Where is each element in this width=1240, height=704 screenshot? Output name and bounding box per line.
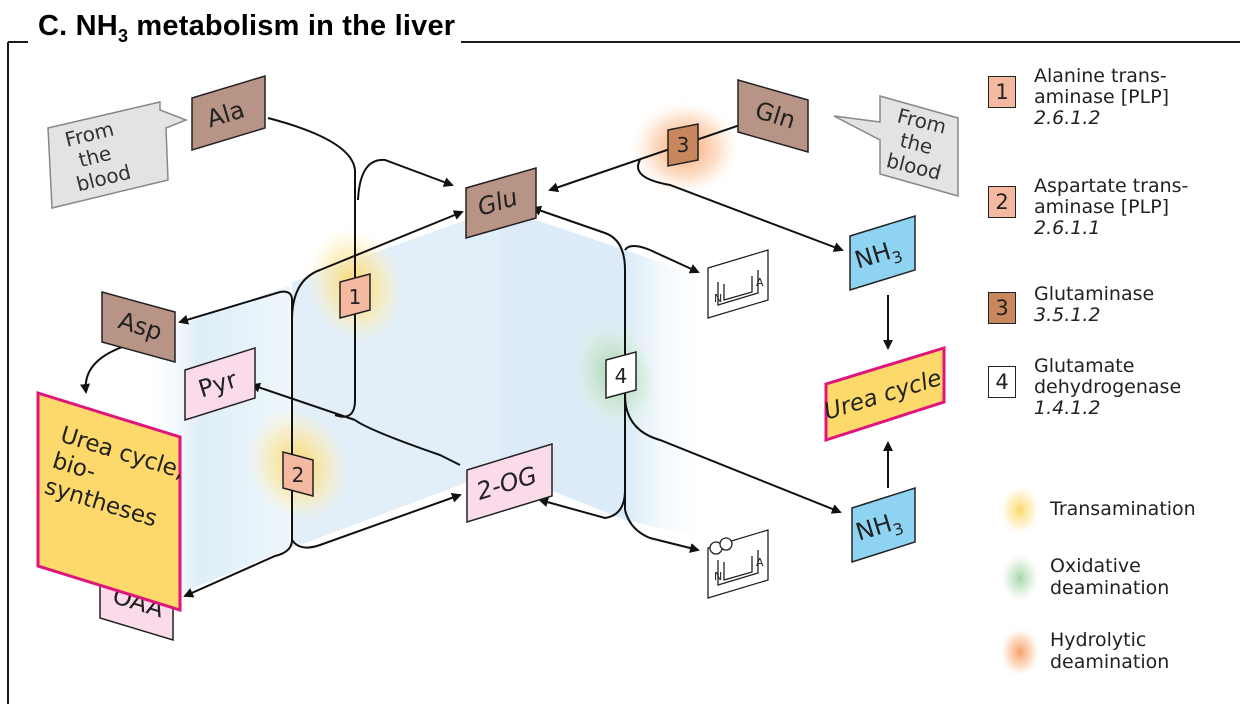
arrow-asp-to-urea [80, 344, 129, 394]
legend-type-hydrolytic-line-2: deamination [1050, 651, 1170, 673]
arrow-pyr [250, 382, 356, 421]
legend-blob-oxidative [1000, 553, 1040, 603]
legend-enzyme-3-number: 3 [988, 292, 1016, 324]
plane-center-right [500, 208, 625, 520]
nadh-icon-bottom: N A [707, 529, 769, 599]
marker-1: 1 [339, 273, 371, 319]
metabolite-nh3-top: NH3 [849, 214, 916, 292]
arrow-4-to-nad-bottom [624, 509, 700, 553]
legend-enzyme-1-number: 1 [988, 76, 1016, 108]
title-prefix: C. NH [38, 10, 118, 42]
metabolite-glu: Glu [465, 167, 537, 239]
pathways [80, 117, 893, 598]
legend-enzyme-2-ec: 2.6.1.1 [1034, 217, 1101, 239]
arrow-to-glu-from-left [357, 158, 454, 201]
legend-type-oxidative-line-1: Oxidative [1050, 555, 1141, 577]
legend-blob-hydrolytic [1000, 627, 1040, 677]
arrow-1-to-asp [178, 290, 293, 325]
arrow-gln-to-glu [548, 124, 741, 193]
callout-left: From the blood [47, 101, 189, 209]
legend-enzyme-1-ec: 2.6.1.2 [1034, 107, 1101, 129]
legend-enzyme-4-line-1: Glutamate [1034, 355, 1135, 377]
legend-enzyme-3-line-1: Glutaminase [1034, 283, 1155, 305]
metabolite-gln: Gln [737, 79, 809, 153]
legend-enzyme-4-ec: 1.4.1.2 [1034, 397, 1101, 419]
nad-icon-top: N A [707, 249, 769, 319]
arrow-4-to-2og [538, 489, 626, 520]
legend-enzyme-1-line-1: Alanine trans- [1034, 65, 1167, 87]
arrow-4-to-nh3 [624, 394, 842, 514]
arrow-ala-to-glu [267, 117, 356, 418]
legend-enzyme-1-line-2: aminase [PLP] [1034, 86, 1170, 108]
arrow-to-oaa [183, 539, 293, 598]
legend-enzyme-3-ec: 3.5.1.2 [1034, 304, 1101, 326]
marker-3-label: 3 [677, 133, 690, 157]
legend-enzyme-4-number: 4 [988, 366, 1016, 398]
arrow-4-to-nad-top [624, 245, 700, 274]
marker-3: 3 [667, 123, 699, 167]
nadh-bottom-a: A [756, 556, 764, 569]
legend-enzyme-2-number: 2 [988, 186, 1016, 218]
legend-type-oxidative-line-2: deamination [1050, 577, 1170, 599]
frame-border [7, 41, 1240, 704]
marker-4: 4 [605, 351, 637, 399]
legend-blob-transamination [1000, 485, 1040, 535]
legend-type-oxidative: Oxidative deamination [1000, 553, 1240, 603]
metabolite-2og: 2-OG [466, 442, 553, 524]
metabolite-nh3-bottom: NH3 [851, 486, 916, 564]
arrow-to-2og [291, 492, 462, 549]
diagram-title: C. NH3 metabolism in the liver [32, 10, 462, 47]
legend-type-transamination-label: Transamination [1050, 498, 1196, 520]
callout-right: From the blood [833, 95, 959, 197]
legend-type-hydrolytic-line-1: Hydrolytic [1050, 629, 1147, 651]
arrow-to-pyr [354, 419, 461, 466]
marker-4-label: 4 [615, 364, 628, 388]
nad-top-n: N [714, 292, 722, 305]
title-sub: 3 [117, 25, 129, 46]
legend-enzyme-2-line-1: Aspartate trans- [1034, 175, 1189, 197]
arrow-gln-to-nh3 [637, 159, 844, 252]
arrow-4-to-glu [531, 205, 626, 271]
title-suffix: metabolism in the liver [128, 10, 456, 42]
legend-type-hydrolytic: Hydrolytic deamination [1000, 627, 1240, 677]
plane-right [625, 250, 712, 540]
svg-text:From the blood: From the blood [884, 103, 955, 184]
legend-type-transamination: Transamination [1000, 486, 1240, 536]
marker-2: 2 [282, 451, 314, 497]
legend-enzyme-2-line-2: aminase [PLP] [1034, 196, 1170, 218]
marker-2-label: 2 [292, 463, 305, 487]
marker-1-label: 1 [349, 285, 362, 309]
nadh-bottom-n: N [714, 570, 722, 583]
metabolite-ala: Ala [191, 74, 266, 152]
urea-box-left: Urea cycle, bio- syntheses [36, 390, 187, 613]
urea-box-right: Urea cycle [821, 345, 946, 443]
metabolite-asp: Asp [101, 291, 176, 363]
nad-top-a: A [756, 276, 764, 289]
metabolite-pyr: Pyr [184, 346, 256, 422]
legend-enzyme-4-line-2: dehydrogenase [1034, 376, 1182, 398]
